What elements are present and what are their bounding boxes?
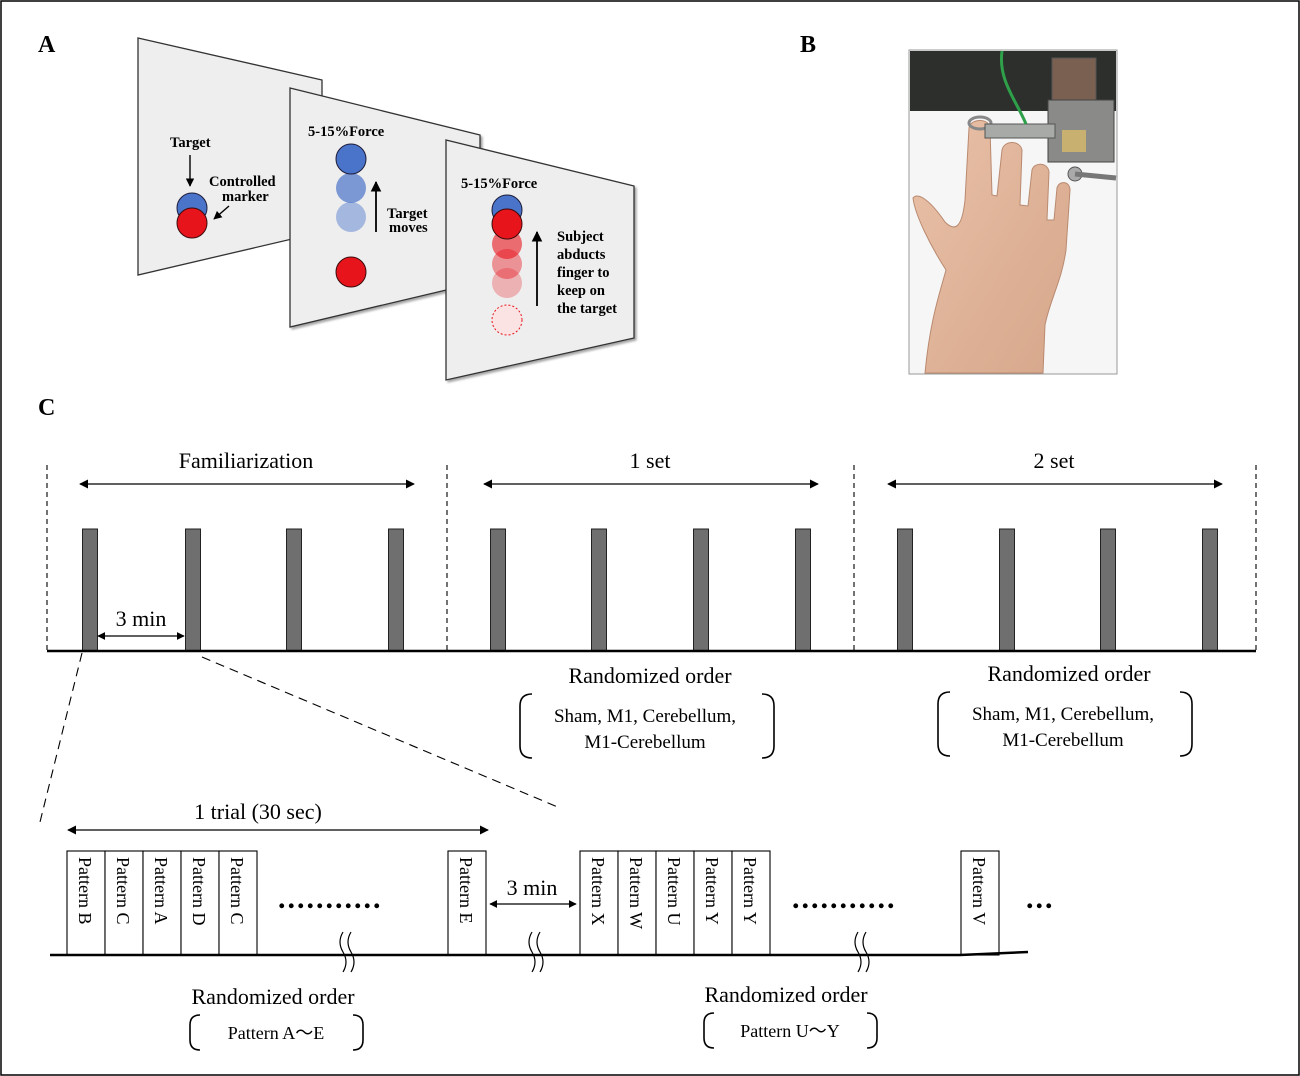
pattern-box: Pattern U <box>655 850 695 956</box>
pattern-box: Pattern B <box>66 850 106 956</box>
target-label: Target <box>170 135 211 151</box>
trial-bar <box>795 528 811 652</box>
trial-bar <box>591 528 607 652</box>
pattern-label: Pattern Y <box>740 857 760 925</box>
set1-label: 1 set <box>630 448 671 473</box>
pattern-label: Pattern V <box>969 857 989 925</box>
conditions-set2-line1: Sham, M1, Cerebellum, <box>972 704 1154 725</box>
right-bracket-set1 <box>761 693 775 759</box>
trial-duration-label: 1 trial (30 sec) <box>194 799 322 824</box>
marker-dot-2 <box>335 256 367 288</box>
pattern-label: Pattern X <box>588 857 608 925</box>
familiarization-label: Familiarization <box>179 448 313 473</box>
right-bracket-detail1 <box>352 1014 364 1051</box>
pattern-box: Pattern C <box>104 850 144 956</box>
randomized-order-set2: Randomized order <box>987 661 1151 686</box>
left-bracket-set2 <box>937 691 951 757</box>
pattern-box: Pattern V <box>960 850 1000 956</box>
trial-bar <box>185 528 201 652</box>
pattern-box: Pattern W <box>617 850 657 956</box>
randomized-order-detail1: Randomized order <box>191 984 355 1009</box>
subject-line-2: abducts <box>557 247 606 263</box>
section-dividers <box>46 465 1257 650</box>
subject-line-1: Subject <box>557 229 604 245</box>
ellipsis-1: ........... <box>278 882 383 915</box>
pattern-label: Pattern C <box>227 857 247 925</box>
left-bracket-set1 <box>519 693 533 759</box>
target-moves-label: Target <box>387 206 428 222</box>
screen-1: Target Controlled marker <box>137 37 323 276</box>
controlled-marker-label: Controlled <box>209 174 276 190</box>
right-bracket-detail2 <box>866 1012 878 1049</box>
trial-bar <box>388 528 404 652</box>
hand-photo <box>908 49 1118 375</box>
pattern-label: Pattern D <box>189 857 209 925</box>
interval-label: 3 min <box>116 606 167 631</box>
force-label-2: 5-15%Force <box>308 124 385 140</box>
screen-3: 5-15%Force Subject abducts finger to kee… <box>445 139 635 381</box>
marker-dot <box>176 207 208 239</box>
randomized-order-detail2: Randomized order <box>704 982 868 1007</box>
panel-label-a: A <box>38 32 56 58</box>
moving-target-dot <box>335 143 367 175</box>
trial-bar <box>1202 528 1218 652</box>
pattern-label: Pattern A <box>151 857 171 925</box>
trial-bar <box>82 528 98 652</box>
subject-line-3: finger to <box>557 265 610 281</box>
panel-a-task-screens: Target Controlled marker 5-15%Force Targ… <box>137 37 635 381</box>
left-bracket-detail2 <box>703 1012 715 1049</box>
conditions-set1-line1: Sham, M1, Cerebellum, <box>554 706 736 727</box>
pattern-label: Pattern U <box>664 857 684 925</box>
detail-interval-label: 3 min <box>507 875 558 900</box>
subject-line-5: the target <box>557 301 617 317</box>
pattern-range-1: Pattern A〜E <box>228 1023 325 1043</box>
trial-bar <box>999 528 1015 652</box>
zoom-lines <box>39 652 561 823</box>
right-bracket-set2 <box>1179 691 1193 757</box>
force-label-3: 5-15%Force <box>461 176 538 192</box>
left-bracket-detail1 <box>189 1014 201 1051</box>
pattern-box: Pattern C <box>218 850 258 956</box>
set2-label: 2 set <box>1034 448 1075 473</box>
pattern-box: Pattern D <box>180 850 220 956</box>
ellipsis-trailing: ... <box>1026 882 1055 915</box>
trial-bar <box>286 528 302 652</box>
screen-2: 5-15%Force Target moves <box>289 87 481 328</box>
marker-dot-3 <box>491 208 523 240</box>
trial-bar <box>693 528 709 652</box>
trial-bars <box>82 528 1218 652</box>
pattern-box: Pattern Y <box>693 850 733 956</box>
conditions-set1-line2: M1-Cerebellum <box>584 732 706 753</box>
pattern-box: Pattern X <box>579 850 619 956</box>
trial-bar <box>1100 528 1116 652</box>
pattern-label: Pattern W <box>626 857 646 929</box>
conditions-set2-line2: M1-Cerebellum <box>1002 730 1124 751</box>
pattern-label: Pattern E <box>456 857 476 923</box>
pattern-box: Pattern A <box>142 850 182 956</box>
target-moves-label-2: moves <box>389 220 428 236</box>
pattern-box: Pattern E <box>447 850 487 956</box>
pattern-boxes: Pattern B Pattern C Pattern A Pattern D Patt… <box>66 850 1000 956</box>
ellipsis-2: ........... <box>792 882 897 915</box>
pattern-label: Pattern Y <box>702 857 722 925</box>
trial-bar <box>897 528 913 652</box>
controlled-marker-label-2: marker <box>222 189 269 205</box>
trial-bar <box>490 528 506 652</box>
pattern-box: Pattern Y <box>731 850 771 956</box>
panel-label-c: C <box>38 395 55 421</box>
subject-line-4: keep on <box>557 283 605 299</box>
pattern-label: Pattern B <box>75 857 95 925</box>
pattern-range-2: Pattern U〜Y <box>740 1021 839 1041</box>
randomized-order-set1: Randomized order <box>568 663 732 688</box>
detail-baseline <box>50 950 1029 957</box>
pattern-label: Pattern C <box>113 857 133 925</box>
break-marks <box>339 931 870 973</box>
panel-label-b: B <box>800 32 816 58</box>
